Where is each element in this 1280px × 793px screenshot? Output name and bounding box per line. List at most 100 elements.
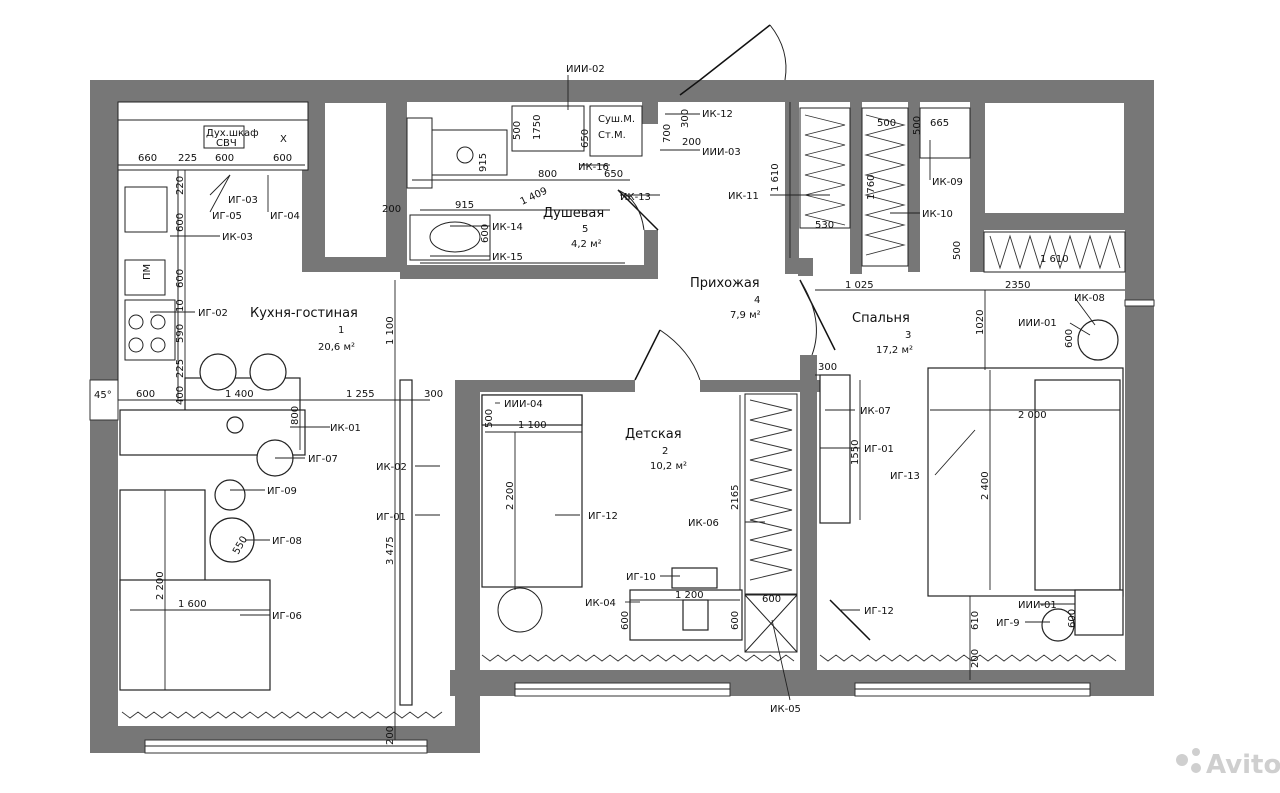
- dim-200b: 200: [382, 204, 401, 215]
- oven-label: Дух.шкаф: [206, 128, 259, 139]
- dim-600a: 600: [215, 153, 234, 164]
- dim-200c: 200: [682, 137, 701, 148]
- room-shower-name: Душевая: [543, 206, 604, 221]
- tag-ik10: ИК-10: [922, 209, 953, 220]
- living-furniture: [119, 379, 413, 706]
- room-bedroom-num: 3: [905, 330, 911, 341]
- dim-2165: 2165: [730, 485, 741, 510]
- dim-1200: 1 200: [675, 590, 704, 601]
- tag-ig12a: ИГ-12: [588, 511, 618, 522]
- radiators: [121, 654, 1117, 719]
- avito-watermark: Avito: [1176, 748, 1280, 780]
- room-hall-num: 4: [754, 295, 760, 306]
- shaft-2: [983, 101, 1126, 215]
- dim-2200a: 2 200: [155, 571, 166, 600]
- tag-ik01: ИК-01: [330, 423, 361, 434]
- dryer-label: Суш.М.: [598, 114, 635, 125]
- leader-lines: [150, 75, 1096, 701]
- dim-200d: 200: [970, 649, 981, 668]
- dim-1760: 1760: [866, 175, 877, 200]
- dim-650a: 650: [580, 129, 591, 148]
- dim-1409: 1 409: [519, 186, 550, 208]
- dishwasher-label: ПМ: [142, 264, 153, 280]
- dim-1610b: 1 610: [1040, 254, 1069, 265]
- dim-2200b: 2 200: [505, 481, 516, 510]
- tag-ig07: ИГ-07: [308, 454, 338, 465]
- room-bedroom-area: 17,2 м²: [876, 345, 913, 356]
- dim-500d: 500: [952, 241, 963, 260]
- dim-915b: 915: [455, 200, 474, 211]
- bedroom-door[interactable]: [799, 279, 836, 356]
- kids-furniture: [481, 393, 798, 653]
- dim-600f: 600: [480, 224, 491, 243]
- dim-1025: 1 025: [845, 280, 874, 291]
- shower-fixtures: [406, 105, 643, 264]
- tag-ig01b: ИГ-01: [864, 444, 894, 455]
- tag-ik15: ИК-15: [492, 252, 523, 263]
- tag-iii03: ИИИ-03: [702, 147, 741, 158]
- tag-ik04: ИК-04: [585, 598, 616, 609]
- entry-door[interactable]: [679, 24, 787, 96]
- dim-650b: 650: [604, 169, 623, 180]
- room-kitchen-name: Кухня-гостиная: [250, 306, 358, 321]
- washer-label: Ст.М.: [598, 130, 626, 141]
- dim-400: 400: [175, 386, 186, 405]
- tag-ig09: ИГ-09: [267, 486, 297, 497]
- dim-1100b: 1 100: [518, 420, 547, 431]
- dim-800b: 800: [538, 169, 557, 180]
- tag-ik02: ИК-02: [376, 462, 407, 473]
- dim-700: 700: [662, 124, 673, 143]
- tag-ig01a: ИГ-01: [376, 512, 406, 523]
- dim-500a: 500: [512, 121, 523, 140]
- fridge-label: X: [280, 134, 287, 145]
- tag-ik06: ИК-06: [688, 518, 719, 529]
- tag-ig06: ИГ-06: [272, 611, 302, 622]
- dim-300c: 300: [818, 362, 837, 373]
- dim-600h: 600: [620, 611, 631, 630]
- room-kids-area: 10,2 м²: [650, 461, 687, 472]
- dim-2350: 2350: [1005, 280, 1030, 291]
- dim-225b: 225: [175, 359, 186, 378]
- tag-iii04: ИИИ-04: [504, 399, 543, 410]
- tag-ig05: ИГ-05: [212, 211, 242, 222]
- dim-2000: 2 000: [1018, 410, 1047, 421]
- dim-600e: 600: [136, 389, 155, 400]
- shower-door[interactable]: [617, 189, 659, 231]
- dim-10: 10: [175, 299, 186, 312]
- room-shower-area: 4,2 м²: [571, 239, 602, 250]
- tag-ig03: ИГ-03: [228, 195, 258, 206]
- room-kitchen-area: 20,6 м²: [318, 342, 355, 353]
- tag-ik11: ИК-11: [728, 191, 759, 202]
- dim-600g: 600: [1064, 329, 1075, 348]
- tag-ik12: ИК-12: [702, 109, 733, 120]
- dim-2400: 2 400: [980, 471, 991, 500]
- dim-600j: 600: [762, 594, 781, 605]
- room-kids-name: Детская: [625, 427, 682, 442]
- tag-ik05: ИК-05: [770, 704, 801, 715]
- dim-600c: 600: [175, 213, 186, 232]
- dim-1750: 1750: [532, 115, 543, 140]
- dim-1400: 1 400: [225, 389, 254, 400]
- tag-ig10: ИГ-10: [626, 572, 656, 583]
- tag-ig13: ИГ-13: [890, 471, 920, 482]
- dim-600k: 600: [1067, 609, 1078, 628]
- room-kids-num: 2: [662, 446, 668, 457]
- dim-1255: 1 255: [346, 389, 375, 400]
- kids-door[interactable]: [634, 329, 701, 381]
- tag-ig04: ИГ-04: [270, 211, 300, 222]
- tag-ik03: ИК-03: [222, 232, 253, 243]
- dim-1610a: 1 610: [770, 163, 781, 192]
- tag-ik16: ИК-16: [578, 162, 609, 173]
- item-tags: ИИИ-02 ИК-12 ИК-16 ИИИ-03 ИК-13 ИК-14 ИК…: [198, 64, 1105, 715]
- kitchen-cabinets: [117, 101, 309, 401]
- dim-45: 45°: [94, 390, 112, 401]
- tag-ik13: ИК-13: [620, 192, 651, 203]
- dim-1100a: 1 100: [385, 316, 396, 345]
- dim-800a: 800: [290, 406, 301, 425]
- bedroom-furniture: [819, 319, 1124, 642]
- dim-660: 660: [138, 153, 157, 164]
- windows: [89, 299, 1155, 754]
- dim-3475: 3 475: [385, 536, 396, 565]
- dim-220: 220: [175, 176, 186, 195]
